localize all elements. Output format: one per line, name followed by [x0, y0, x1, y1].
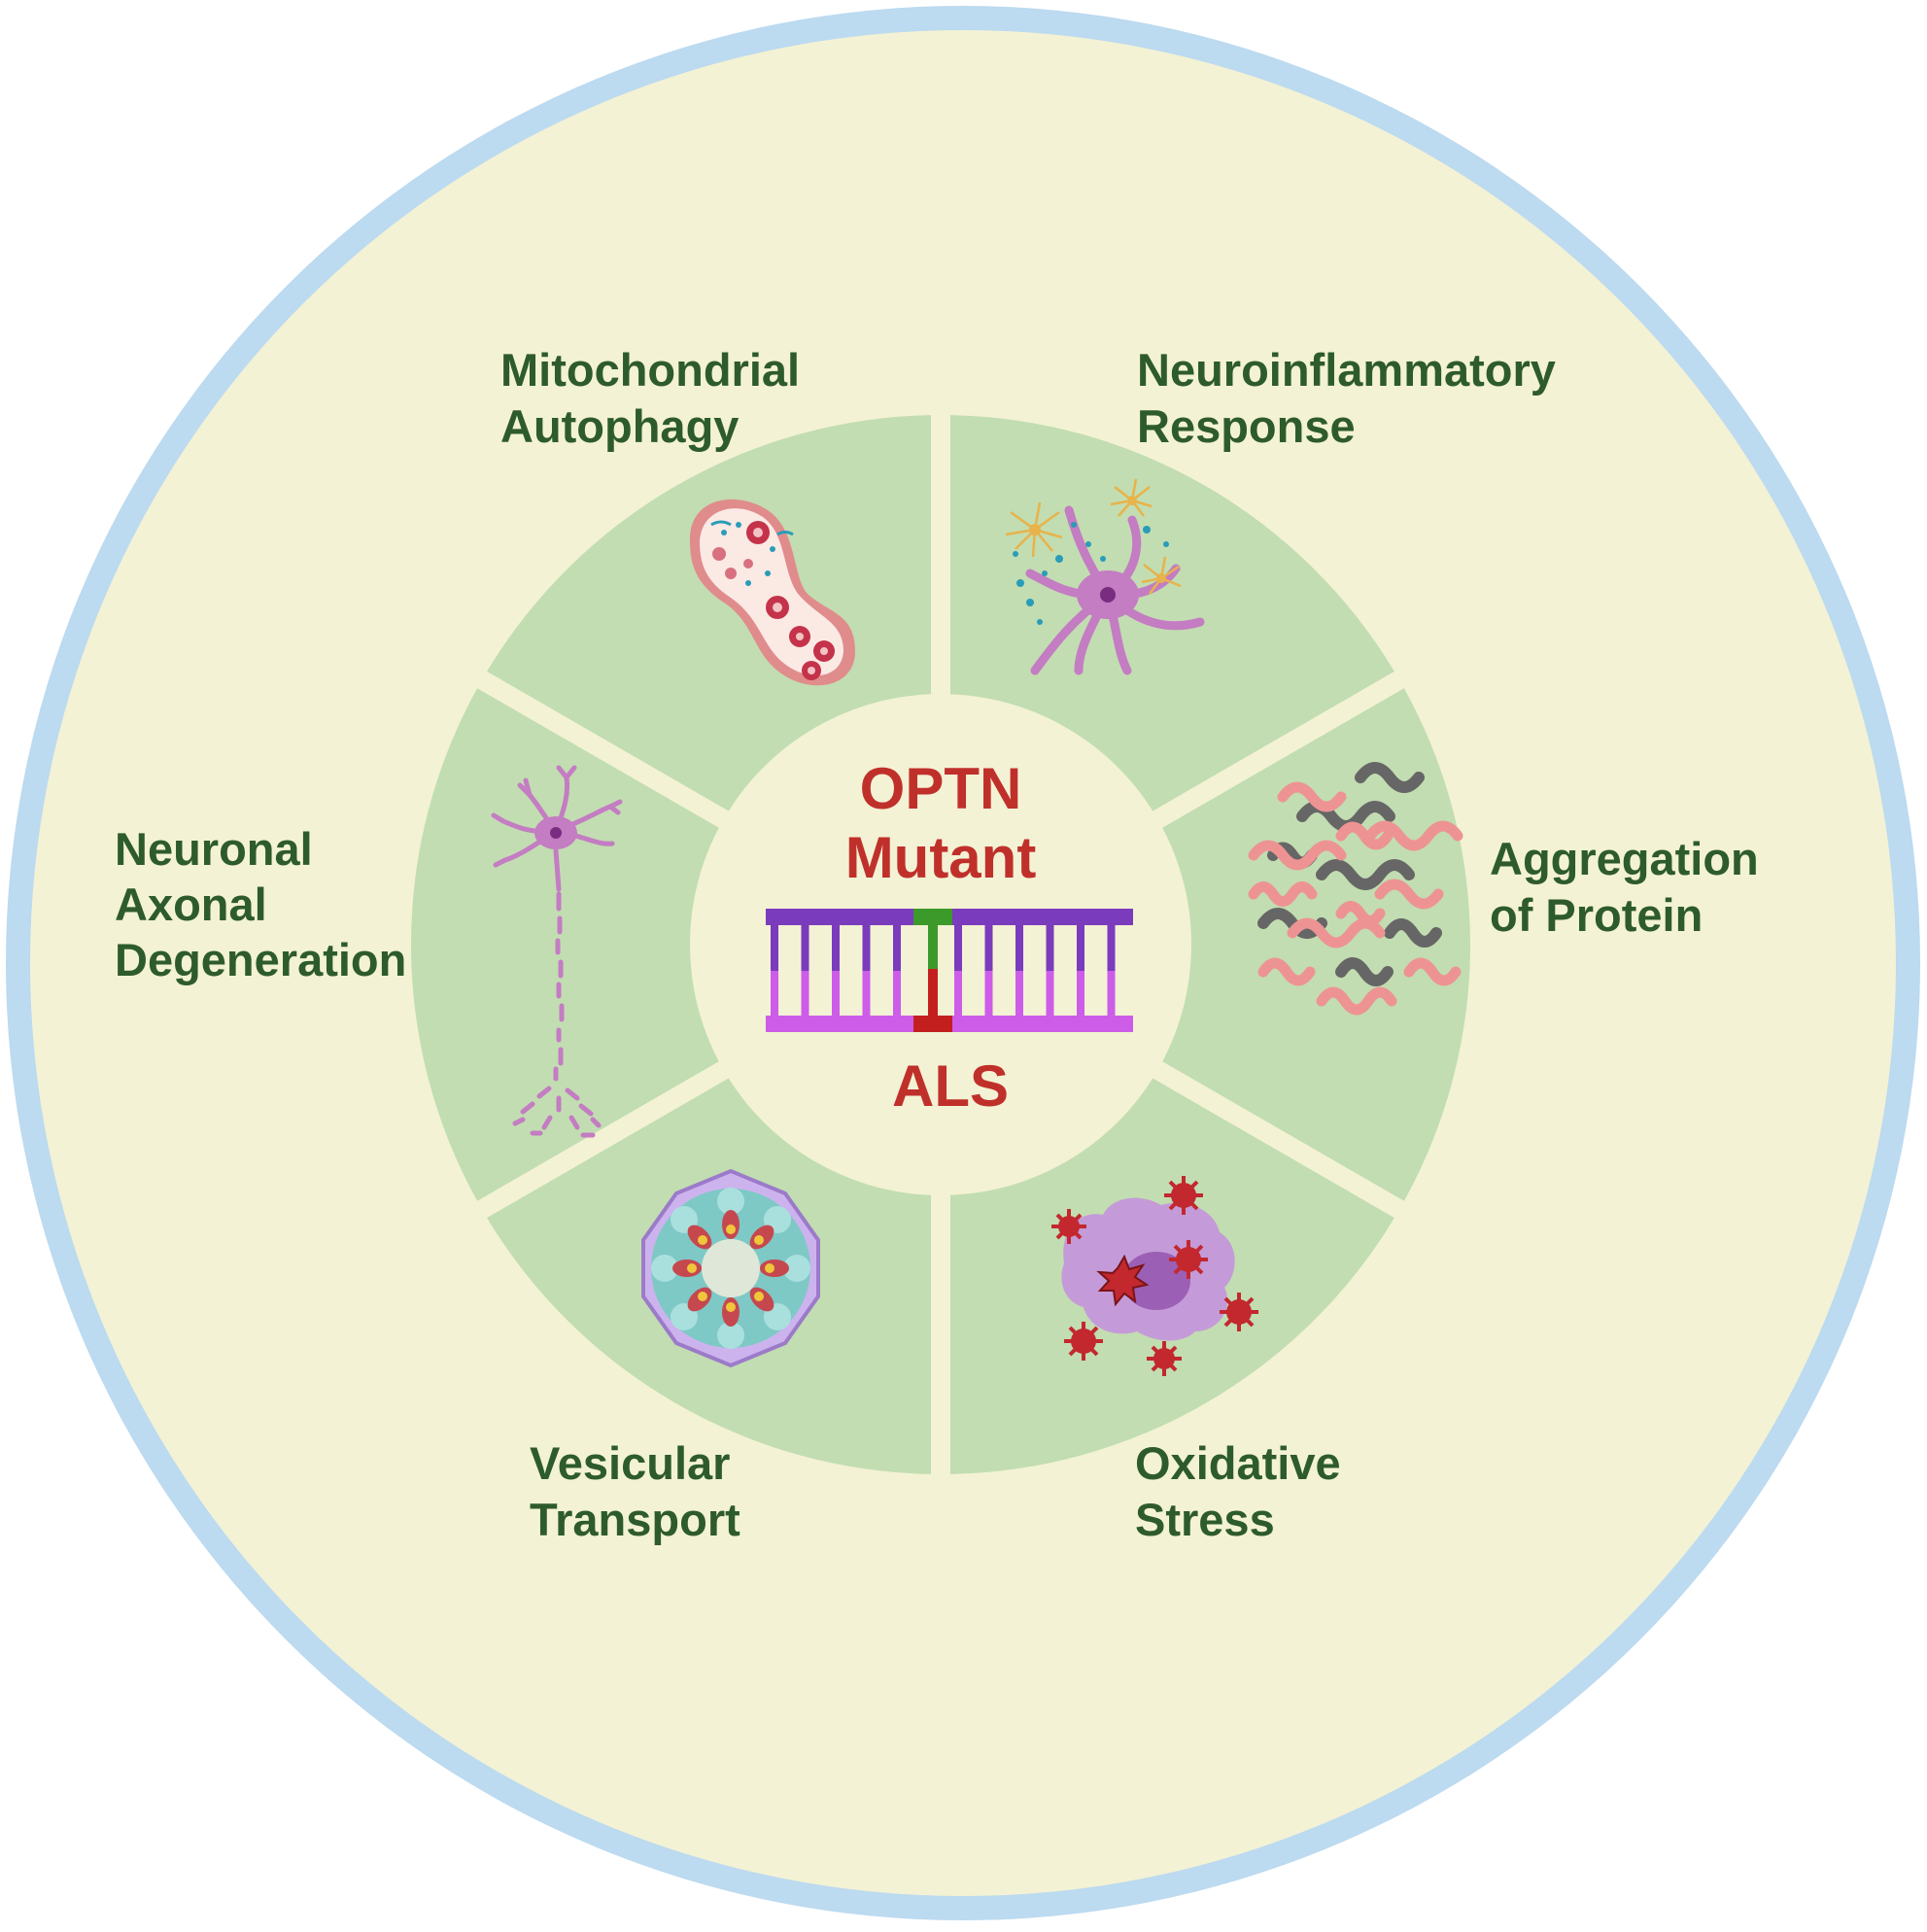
dna-double-helix-mutation-icon [766, 909, 1133, 1032]
degenerating-neuron-icon [491, 765, 623, 1138]
label-line: Autophagy [500, 400, 739, 452]
label-neuronal-axonal-degeneration: Neuronal Axonal Degeneration [115, 823, 406, 985]
label-line: Axonal [115, 879, 267, 930]
dna-rung-top [1107, 925, 1116, 971]
dna-rung-top [832, 925, 840, 971]
ros-cell-icon [1051, 1176, 1258, 1376]
dna-rung-bottom [984, 971, 993, 1016]
dna-rung-top [801, 925, 809, 971]
dna-rung-top [771, 925, 778, 971]
label-line: Response [1137, 400, 1356, 452]
dna-rung-top [954, 925, 962, 971]
label-line: Neuronal [115, 823, 313, 875]
dna-rung-top [1046, 925, 1054, 971]
dna-rung-bottom [1077, 971, 1084, 1016]
label-line: Aggregation [1490, 833, 1759, 884]
label-oxidative-stress: Oxidative Stress [1135, 1437, 1354, 1545]
label-line: Vesicular [530, 1437, 730, 1489]
dna-rung-top [1077, 925, 1084, 971]
label-line: of Protein [1490, 889, 1703, 941]
label-line: Mitochondrial [500, 344, 800, 396]
label-vesicular-transport: Vesicular Transport [530, 1437, 743, 1545]
astrocyte-microglia-icon [1005, 478, 1205, 675]
label-mitochondrial-autophagy: Mitochondrial Autophagy [500, 344, 812, 452]
dna-rung-bottom [832, 971, 840, 1016]
label-line: Neuroinflammatory [1137, 344, 1556, 396]
dna-rung-bottom [771, 971, 778, 1016]
mitophagy-autophagosome-icon [690, 499, 855, 686]
center-title-mutant: Mutant [845, 825, 1037, 890]
dna-rung-bottom [893, 971, 901, 1016]
label-line: Transport [530, 1494, 740, 1545]
dna-rung-bottom [1015, 971, 1023, 1016]
protein-aggregate-icon [1248, 762, 1463, 1016]
label-neuroinflammatory-response: Neuroinflammatory Response [1137, 344, 1568, 452]
segment-vesicular-transport [411, 688, 719, 1201]
dna-rung-top [984, 925, 993, 971]
segment-mitochondrial-autophagy [949, 415, 1394, 811]
center-subtitle-als: ALS [892, 1053, 1009, 1119]
dna-rung-top [1015, 925, 1023, 971]
ros-star-icon [1096, 1254, 1150, 1307]
label-line: Degeneration [115, 934, 406, 985]
vesicle-coat-icon [641, 1168, 820, 1368]
center-title-optn: OPTN [860, 756, 1022, 821]
label-line: Oxidative [1135, 1437, 1341, 1489]
dna-rung-bottom [1107, 971, 1116, 1016]
label-aggregation-of-protein: Aggregation of Protein [1490, 833, 1772, 941]
label-line: Stress [1135, 1494, 1275, 1545]
dna-rung-bottom [1046, 971, 1054, 1016]
dna-rung-top [893, 925, 901, 971]
dna-rung-bottom [954, 971, 962, 1016]
segment-neuronal-axonal-degeneration [487, 415, 932, 811]
dna-rung-bottom [801, 971, 809, 1016]
background-disc [30, 30, 1896, 1896]
dna-rung-top [862, 925, 871, 971]
dna-rung-bottom [862, 971, 871, 1016]
